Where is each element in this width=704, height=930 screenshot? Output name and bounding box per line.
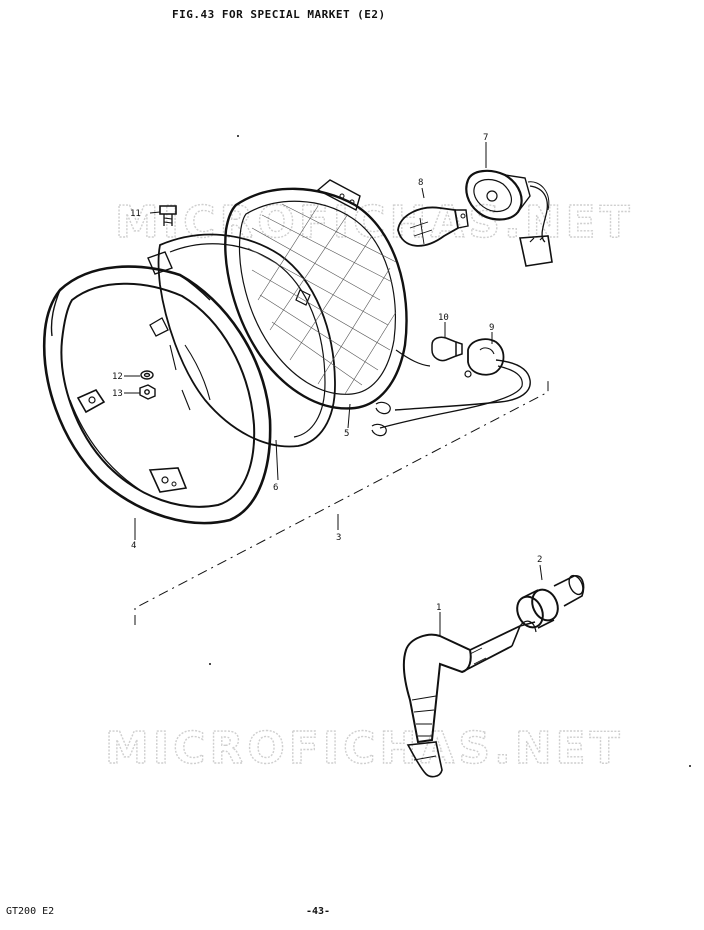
page-number: -43- [306,906,331,917]
bulb-socket [465,169,553,267]
headlight-bulb [397,206,469,247]
callout-12: 12 [112,372,123,382]
callout-1: 1 [436,603,441,613]
speck-mark [209,663,211,665]
callout-7: 7 [483,133,488,143]
nut [139,384,156,400]
spark-plug-cap [402,625,521,778]
speck-mark [689,765,691,767]
headlight-rim [43,265,272,525]
cap-tube [511,620,537,647]
callout-8: 8 [418,178,423,188]
model-code: GT200 E2 [6,906,55,917]
retaining-ring [147,233,336,448]
pilot-bulb [431,336,463,362]
callout-11: 11 [130,209,141,219]
callout-6: 6 [273,483,278,493]
callout-4: 4 [131,541,136,551]
callout-9: 9 [489,323,494,333]
speck-mark [237,135,239,137]
callout-10: 10 [438,313,449,323]
watermark-bottom: MICROFICHAS.NET [105,723,624,774]
callout-13: 13 [112,389,123,399]
callout-3: 3 [336,533,341,543]
callout-2: 2 [537,555,542,565]
leader-lines [124,142,549,636]
pilot-socket [371,338,531,437]
sealed-beam-unit [224,179,431,410]
adjusting-screw [159,205,177,226]
callout-5: 5 [344,429,349,439]
seal-ring [516,574,585,629]
figure-title: FIG.43 FOR SPECIAL MARKET (E2) [172,8,386,21]
washer [140,370,154,380]
